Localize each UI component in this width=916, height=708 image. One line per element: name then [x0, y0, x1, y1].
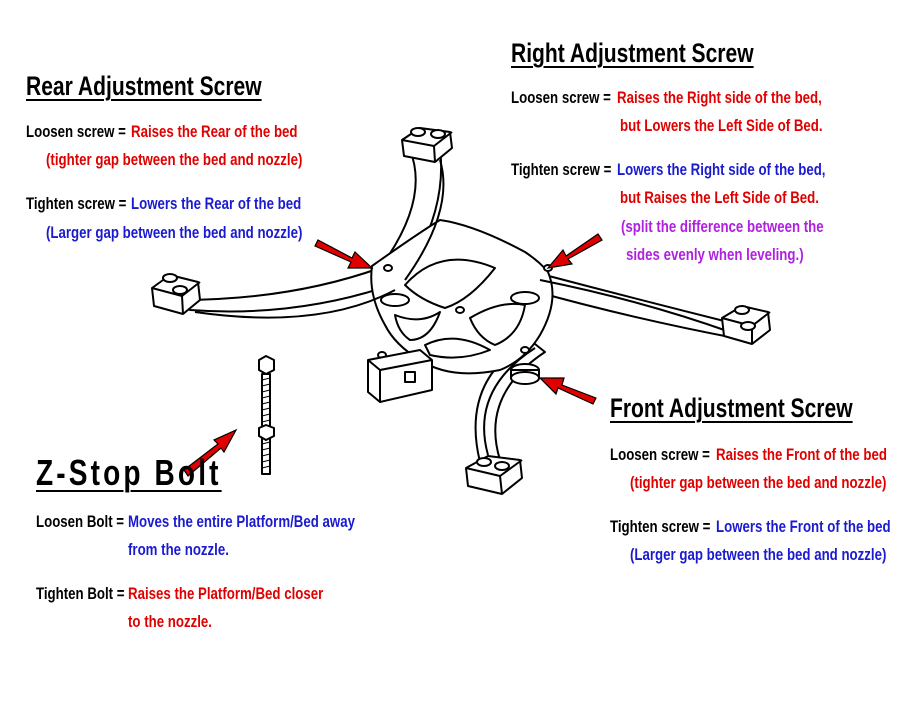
right-loosen-effect: Raises the Right side of the bed, [617, 88, 822, 107]
zstop-tighten-label: Tighten Bolt = [36, 584, 125, 603]
front-tighten-label: Tighten screw = [610, 517, 711, 536]
arrow-front [538, 377, 597, 405]
frame-arm-front [474, 339, 546, 463]
rear-loosen-effect: Raises the Rear of the bed [131, 122, 298, 141]
rear-loosen-label: Loosen screw = [26, 122, 126, 141]
front-loosen-note: (tighter gap between the bed and nozzle) [630, 473, 887, 492]
front-tighten-effect: Lowers the Front of the bed [716, 517, 891, 536]
right-tighten-label: Tighten screw = [511, 160, 612, 179]
corner-block-back [401, 127, 453, 163]
arrow-zstop [183, 428, 238, 477]
rear-screw-title: Rear Adjustment Screw [26, 71, 262, 101]
front-loosen-label: Loosen screw = [610, 445, 710, 464]
zstop-tighten-effect2: to the nozzle. [128, 612, 212, 631]
frame-arm-left [179, 267, 401, 313]
right-tighten-effect2: but Raises the Left Side of Bed. [620, 188, 819, 207]
zstop-bolt [258, 355, 275, 475]
arrow-right [546, 233, 603, 269]
corner-block-right [721, 305, 771, 345]
corner-block-left [151, 273, 201, 315]
rear-tighten-effect: Lowers the Rear of the bed [131, 194, 302, 213]
front-screw-title: Front Adjustment Screw [610, 393, 853, 423]
zstop-loosen-label: Loosen Bolt = [36, 512, 125, 531]
zstop-block [367, 349, 433, 403]
zstop-tighten-effect: Raises the Platform/Bed closer [128, 584, 324, 603]
rear-tighten-note: (Larger gap between the bed and nozzle) [46, 223, 303, 242]
rear-loosen-note: (tighter gap between the bed and nozzle) [46, 150, 303, 169]
right-loosen-label: Loosen screw = [511, 88, 611, 107]
right-note-line2: sides evenly when leveling.) [626, 245, 804, 264]
front-loosen-effect: Raises the Front of the bed [716, 445, 887, 464]
zstop-loosen-effect: Moves the entire Platform/Bed away [128, 512, 355, 531]
front-tighten-note: (Larger gap between the bed and nozzle) [630, 545, 887, 564]
right-loosen-effect2: but Lowers the Left Side of Bed. [620, 116, 823, 135]
rear-tighten-label: Tighten screw = [26, 194, 127, 213]
right-screw-title: Right Adjustment Screw [511, 38, 754, 68]
right-tighten-effect: Lowers the Right side of the bed, [617, 160, 826, 179]
arrow-rear [314, 239, 374, 269]
zstop-bolt-title: Z-Stop Bolt [36, 452, 222, 493]
corner-block-front [465, 455, 523, 495]
right-note-line1: (split the difference between the [621, 217, 824, 236]
zstop-loosen-effect2: from the nozzle. [128, 540, 229, 559]
